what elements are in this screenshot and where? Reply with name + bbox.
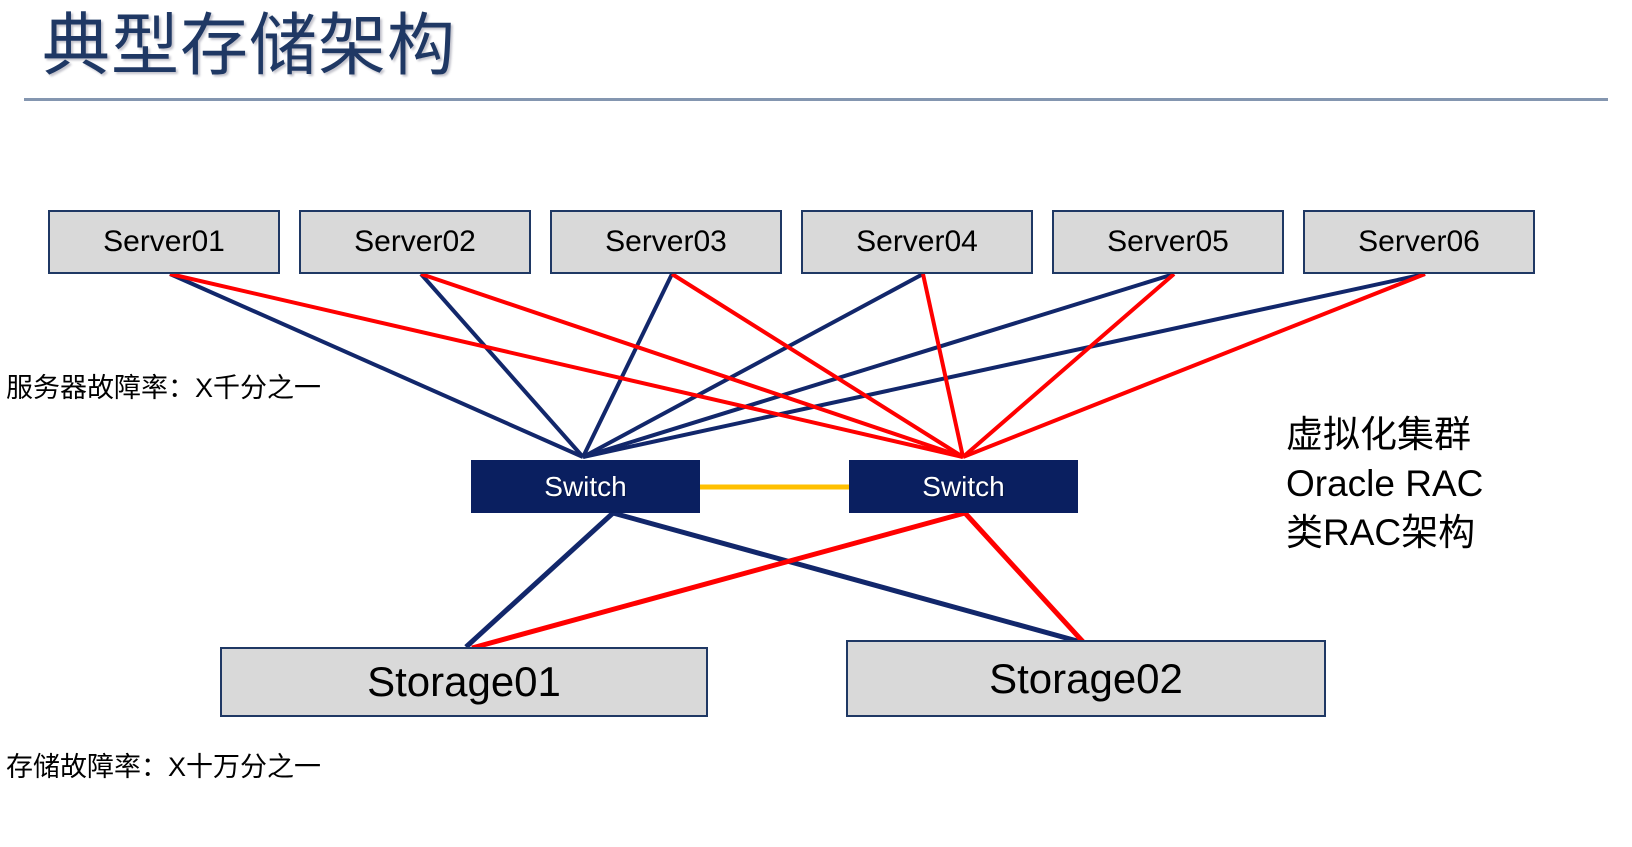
cluster-note-line-1: 虚拟化集群	[1286, 414, 1471, 455]
switch-node-label: Switch	[922, 470, 1005, 502]
server-failure-rate-note: 服务器故障率：X千分之一	[6, 373, 322, 403]
storage-failure-rate-note: 存储故障率：X十万分之一	[6, 752, 322, 782]
server-node-label: Server06	[1358, 225, 1480, 258]
link-server-to-left-switch	[581, 273, 674, 458]
page-title: 典型存储架构	[42, 8, 457, 84]
server-node-label: Server02	[354, 225, 476, 258]
server-node-05[interactable]: Server05	[1052, 210, 1284, 274]
link-server-to-right-switch	[670, 272, 965, 459]
cluster-note-line-2: Oracle RAC	[1286, 463, 1484, 504]
storage-node-02[interactable]: Storage02	[846, 640, 1326, 717]
storage-node-label: Storage01	[367, 658, 561, 705]
server-node-02[interactable]: Server02	[299, 210, 531, 274]
server-node-label: Server05	[1107, 225, 1229, 258]
server-node-label: Server04	[856, 225, 978, 258]
link-server-to-right-switch	[921, 273, 965, 458]
link-left-switch-to-storage	[612, 510, 1089, 647]
title-divider	[24, 98, 1608, 101]
link-server-to-left-switch	[169, 272, 584, 459]
cluster-note: 虚拟化集群 Oracle RAC 类RAC架构	[1286, 410, 1483, 557]
cluster-note-line-3: 类RAC架构	[1286, 512, 1476, 553]
link-server-to-right-switch	[169, 272, 964, 459]
switch-node-label: Switch	[544, 470, 627, 502]
server-node-06[interactable]: Server06	[1303, 210, 1535, 274]
switch-node-right[interactable]: Switch	[849, 460, 1078, 513]
link-server-to-right-switch	[961, 272, 1176, 459]
link-server-to-right-switch	[420, 272, 964, 459]
server-node-label: Server01	[103, 225, 225, 258]
link-right-switch-to-storage	[471, 510, 966, 651]
link-server-to-left-switch	[582, 272, 924, 459]
link-right-switch-to-storage	[963, 511, 1087, 646]
link-left-switch-to-storage	[464, 511, 615, 649]
link-server-to-left-switch	[582, 272, 1175, 459]
server-node-03[interactable]: Server03	[550, 210, 782, 274]
storage-node-01[interactable]: Storage01	[220, 647, 708, 717]
server-node-label: Server03	[605, 225, 727, 258]
server-node-01[interactable]: Server01	[48, 210, 280, 274]
server-node-04[interactable]: Server04	[801, 210, 1033, 274]
storage-node-label: Storage02	[989, 654, 1183, 702]
link-server-to-left-switch	[419, 272, 585, 459]
switch-node-left[interactable]: Switch	[471, 460, 700, 513]
